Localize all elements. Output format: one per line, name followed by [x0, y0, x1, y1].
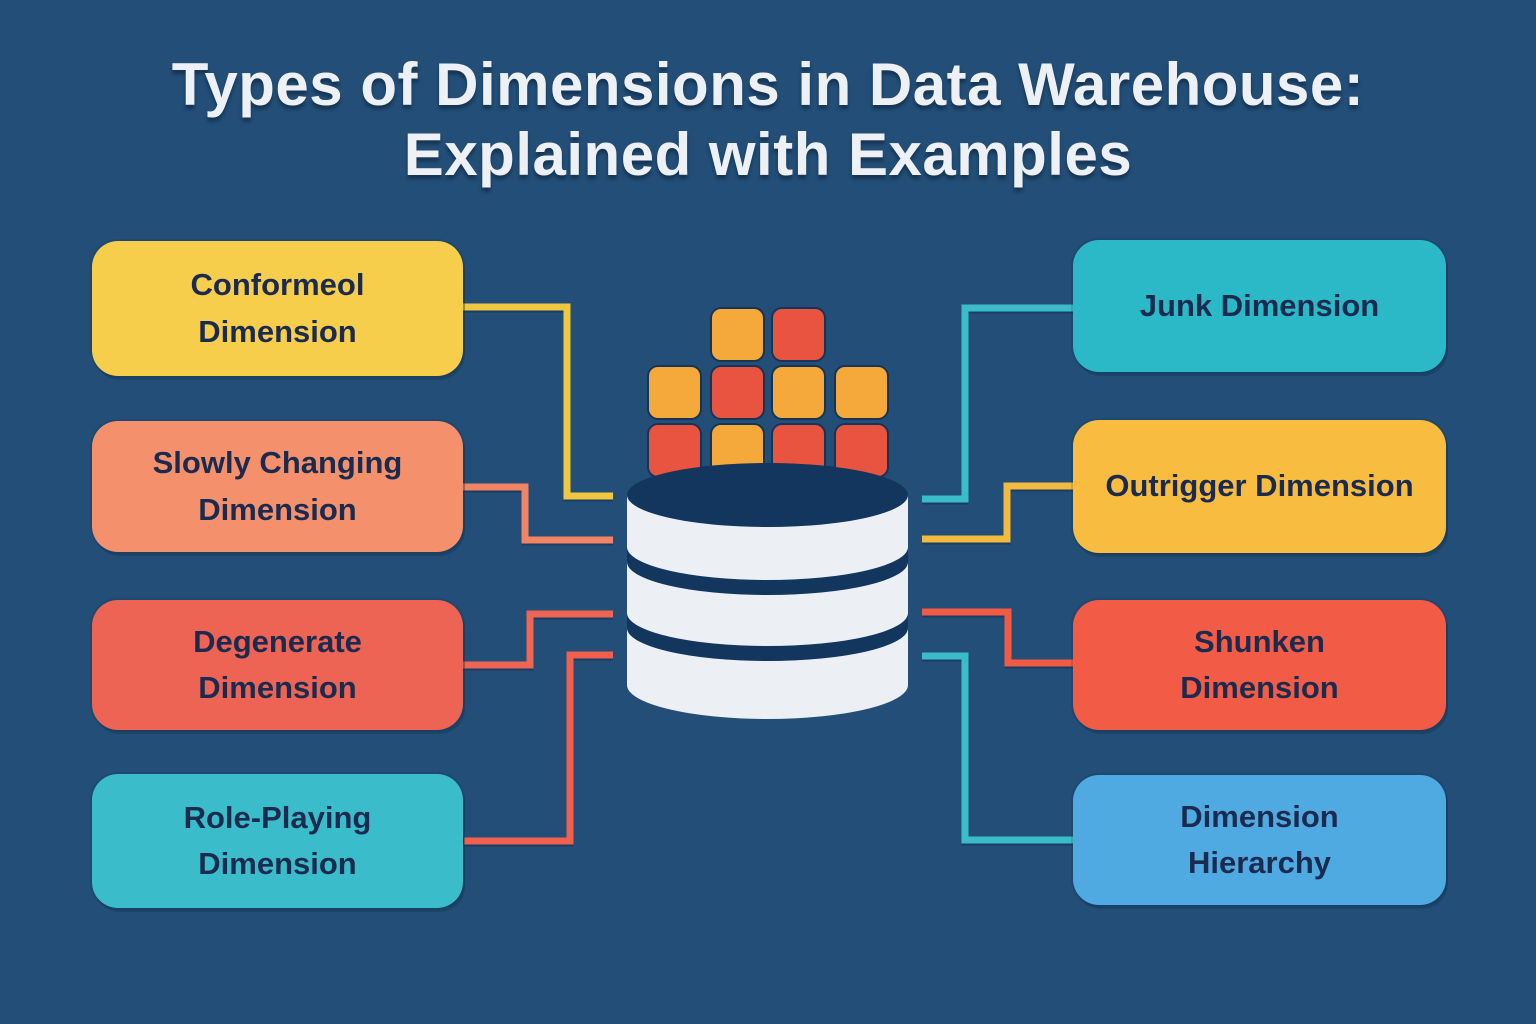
connector-junk-dimension: [922, 304, 1073, 503]
data-square-yellow: [773, 367, 824, 418]
database-data-squares: [649, 309, 889, 477]
database-icon: [627, 463, 908, 719]
box-label-line: Dimension: [198, 846, 357, 881]
data-square-red: [712, 367, 763, 418]
data-square-red: [773, 309, 824, 360]
connector-conformed-dimension: [463, 303, 613, 500]
connector-outrigger-dimension: [922, 482, 1073, 543]
data-square-yellow: [712, 309, 763, 360]
box-outrigger-dimension: Outrigger Dimension: [1073, 420, 1446, 553]
data-square-red: [649, 425, 700, 476]
connector-slowly-changing-dimension: [463, 483, 613, 544]
box-label-line: Role-Playing: [183, 799, 372, 835]
box-label-line: Dimension: [198, 491, 357, 527]
database-band-1: [627, 547, 908, 595]
box-label-line: Hierarchy: [1187, 845, 1332, 880]
data-square-yellow: [836, 367, 887, 418]
connector-role-playing-dimension: [464, 651, 613, 845]
title-line-2: Explained with Examples: [403, 121, 1133, 189]
box-label-line: Degenerate: [193, 623, 362, 659]
box-label-line: Dimension: [1180, 798, 1339, 834]
database-body: [627, 495, 908, 719]
box-label-line: Dimension: [1180, 670, 1339, 705]
box-label-line: Slowly Changing: [152, 445, 403, 480]
box-label-line: Shunken: [1194, 623, 1325, 659]
connector-dimension-hierarchy: [922, 652, 1073, 844]
box-label-line: Outrigger Dimension: [1105, 468, 1414, 504]
connector-shrunken-dimension: [922, 608, 1073, 667]
box-label-line: Dimension: [198, 670, 357, 705]
page-title: Types of Dimensions in Data Warehouse: E…: [0, 50, 1536, 190]
data-square-red: [836, 425, 887, 476]
box-junk-dimension: Junk Dimension: [1073, 240, 1446, 372]
box-label-line: Conformeol: [190, 267, 365, 302]
box-label-line: Junk Dimension: [1139, 287, 1380, 323]
title-line-1: Types of Dimensions in Data Warehouse:: [171, 51, 1365, 118]
database-top-ellipse: [627, 463, 908, 527]
database-band-2: [627, 613, 908, 661]
connector-degenerate-dimension: [463, 610, 613, 669]
box-label-line: Dimension: [198, 313, 357, 349]
data-square-yellow: [649, 367, 700, 418]
